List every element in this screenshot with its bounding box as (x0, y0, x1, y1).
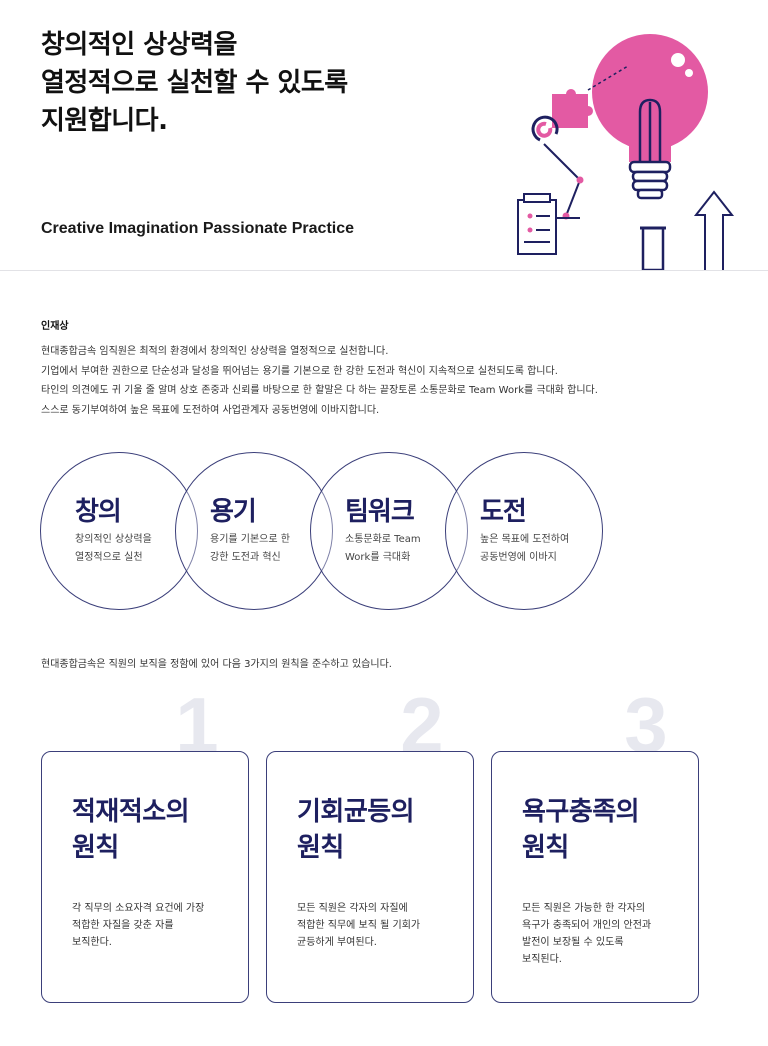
value-description: 창의적인 상상력을 열정적으로 실천 (75, 531, 185, 567)
section-divider (0, 270, 768, 271)
puzzle-piece-icon (552, 65, 629, 128)
value-circle-courage: 용기 용기를 기본으로 한 강한 도전과 혁신 (175, 452, 333, 610)
principle-desc-line: 모든 직원은 각자의 자질에 (297, 903, 408, 914)
principle-desc-line: 각 직무의 소요자격 요건에 가장 (72, 903, 205, 914)
principle-title-line: 적재적소의 (72, 797, 190, 827)
principle-description: 모든 직원은 각자의 자질에 적합한 직무에 보직 될 기회가 균등하게 부여된… (297, 900, 457, 951)
clipboard-icon (517, 193, 557, 255)
principle-description: 각 직무의 소요자격 요건에 가장 적합한 자질을 갖춘 자를 보직한다. (72, 900, 232, 951)
principle-title: 욕구충족의 원칙 (522, 794, 640, 866)
principle-title-line: 기회균등의 (297, 797, 415, 827)
principle-title: 기회균등의 원칙 (297, 794, 415, 866)
hero-subtitle: Creative Imagination Passionate Practice (41, 220, 355, 237)
principle-title-line: 욕구충족의 (522, 797, 640, 827)
value-desc-line: 용기를 기본으로 한 (210, 534, 290, 545)
value-desc-line: 소통문화로 Team (345, 534, 421, 545)
value-desc-line: 창의적인 상상력을 (75, 534, 152, 545)
principle-description: 모든 직원은 가능한 한 각자의 욕구가 충족되어 개인의 안전과 발전이 보장… (522, 900, 682, 968)
robot-arm-icon (531, 115, 584, 220)
talent-heading: 인재상 (41, 321, 69, 332)
principle-desc-line: 모든 직원은 가능한 한 각자의 (522, 903, 646, 914)
value-circle-creativity: 창의 창의적인 상상력을 열정적으로 실천 (40, 452, 198, 610)
hero-illustration (517, 34, 735, 270)
hero-title: 창의적인 상상력을 열정적으로 실천할 수 있도록 지원합니다. (41, 26, 348, 140)
talent-description: 현대종합금속 임직원은 최적의 환경에서 창의적인 상상력을 열정적으로 실천합… (41, 342, 741, 420)
principle-title: 적재적소의 원칙 (72, 794, 190, 866)
principle-desc-line: 발전이 보장될 수 있도록 (522, 937, 624, 948)
value-desc-line: Work를 극대화 (345, 552, 411, 563)
talent-line: 타인의 의견에도 귀 기울 줄 알며 상호 존중과 신뢰를 바탕으로 한 할말은… (41, 385, 598, 396)
principle-desc-line: 적합한 자질을 갖춘 자를 (72, 920, 174, 931)
principle-card-right-person: 적재적소의 원칙 각 직무의 소요자격 요건에 가장 적합한 자질을 갖춘 자를… (41, 751, 249, 1003)
principle-desc-line: 욕구가 충족되어 개인의 안전과 (522, 920, 652, 931)
talent-line: 스스로 동기부여하여 높은 목표에 도전하여 사업관계자 공동번영에 이바지합니… (41, 404, 380, 416)
talent-line: 현대종합금속 임직원은 최적의 환경에서 창의적인 상상력을 열정적으로 실천합… (41, 346, 389, 357)
value-title: 도전 (480, 497, 527, 527)
principle-card-equal-opportunity: 기회균등의 원칙 모든 직원은 각자의 자질에 적합한 직무에 보직 될 기회가… (266, 751, 474, 1003)
value-circle-teamwork: 팀워크 소통문화로 Team Work를 극대화 (310, 452, 468, 610)
value-title: 창의 (75, 497, 122, 527)
talent-line: 기업에서 부여한 권한으로 단순성과 달성을 뛰어넘는 용기를 기본으로 한 강… (41, 365, 558, 377)
principle-title-line: 원칙 (522, 833, 569, 863)
value-desc-line: 공동번영에 이바지 (480, 552, 557, 563)
value-description: 용기를 기본으로 한 강한 도전과 혁신 (210, 531, 320, 567)
principle-title-line: 원칙 (297, 833, 344, 863)
principle-desc-line: 적합한 직무에 보직 될 기회가 (297, 920, 421, 931)
hero-title-line-3: 지원합니다. (41, 106, 168, 136)
value-title: 팀워크 (345, 497, 415, 527)
value-circle-challenge: 도전 높은 목표에 도전하여 공동번영에 이바지 (445, 452, 603, 610)
value-title: 용기 (210, 497, 257, 527)
principle-title-line: 원칙 (72, 833, 119, 863)
value-desc-line: 강한 도전과 혁신 (210, 552, 281, 563)
arrow-up-icon (693, 190, 735, 270)
hero-title-line-1: 창의적인 상상력을 (41, 30, 237, 60)
hero-title-line-2: 열정적으로 실천할 수 있도록 (41, 68, 348, 98)
principles-intro: 현대종합금속은 직원의 보직을 정함에 있어 다음 3가지의 원칙을 준수하고 … (41, 659, 392, 670)
principle-desc-line: 균등하게 부여된다. (297, 937, 377, 948)
principle-desc-line: 보직한다. (72, 937, 112, 948)
principle-desc-line: 보직된다. (522, 954, 562, 965)
value-desc-line: 높은 목표에 도전하여 (480, 534, 570, 545)
value-description: 높은 목표에 도전하여 공동번영에 이바지 (480, 531, 590, 567)
principle-card-needs-fulfillment: 욕구충족의 원칙 모든 직원은 가능한 한 각자의 욕구가 충족되어 개인의 안… (491, 751, 699, 1003)
lightbulb-icon (592, 34, 708, 270)
value-desc-line: 열정적으로 실천 (75, 552, 143, 563)
value-description: 소통문화로 Team Work를 극대화 (345, 531, 455, 567)
